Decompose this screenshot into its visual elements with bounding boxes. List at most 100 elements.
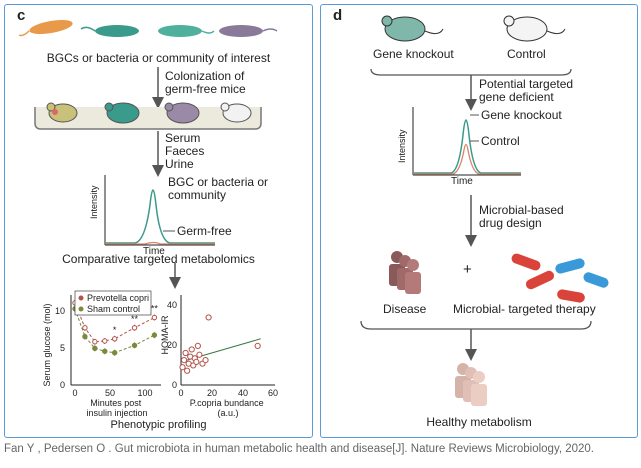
data-point — [193, 358, 200, 365]
data-point — [182, 349, 189, 357]
step-text: germ-free mice — [165, 82, 246, 96]
x-tick: 40 — [238, 388, 248, 398]
data-point — [205, 314, 212, 321]
significance-mark: * — [113, 325, 117, 335]
data-point — [196, 351, 203, 358]
significance-mark: ** — [151, 304, 159, 314]
step-text: BGCs or bacteria or community of interes… — [46, 51, 271, 65]
x-axis-label-line: Minutes post — [90, 398, 142, 408]
data-point — [184, 367, 191, 374]
data-point — [111, 350, 118, 356]
time-label: Time — [451, 176, 473, 187]
curve-label: Control — [481, 134, 520, 148]
panel-d: d Gene knockout Control Potential target… — [320, 4, 638, 438]
data-point — [131, 325, 138, 331]
data-point — [82, 325, 88, 331]
citation: Fan Y , Pedersen O . Gut microbiota in h… — [4, 443, 595, 455]
data-point — [188, 346, 195, 353]
chart-legend — [74, 290, 152, 316]
people-icon — [389, 251, 421, 294]
panel-letter: c — [17, 7, 26, 24]
x-tick: 20 — [207, 388, 217, 398]
intensity-label: Intensity — [397, 129, 407, 163]
data-point — [111, 336, 118, 342]
legend-label: Sham control — [87, 304, 140, 314]
knockout-label: Gene knockout — [373, 47, 454, 61]
x-axis-label-line: insulin injection — [86, 408, 147, 418]
disease-label: Disease — [383, 302, 427, 316]
mouse-icon — [503, 15, 566, 42]
peak-label: BGC or bacteria or — [168, 175, 269, 189]
healthy-label: Healthy metabolism — [426, 415, 532, 429]
x-tick: 60 — [268, 388, 278, 398]
y-axis-label: Serum glucose (mol) — [42, 303, 52, 386]
legend-marker — [78, 295, 84, 301]
control-label: Control — [507, 47, 546, 61]
data-point — [151, 314, 158, 321]
glucose-chart: 0 5 10 0 50 100 Serum glucose (mol) Minu… — [42, 290, 161, 418]
x-axis-label: P.copria bundance (a.u.) — [190, 398, 266, 418]
data-point — [254, 342, 261, 349]
data-point — [194, 342, 201, 349]
mouse-icon — [104, 102, 140, 124]
panel-c-drawing: 0 5 10 0 50 100 Serum glucose (mol) Minu… — [18, 19, 278, 418]
y-tick: 40 — [167, 300, 177, 310]
data-point — [92, 345, 98, 352]
mice-cage — [34, 102, 262, 130]
mouse-icon — [46, 102, 78, 123]
panel-c: 0 5 10 0 50 100 Serum glucose (mol) Minu… — [4, 4, 313, 438]
data-point — [151, 332, 158, 338]
phenotypic-label: Phenotypic profiling — [110, 419, 207, 431]
intensity-label: Intensity — [89, 185, 99, 219]
germfree-label: Germ-free — [177, 224, 232, 238]
data-point — [82, 333, 88, 340]
panel-letter: d — [333, 7, 343, 24]
mouse-icon — [220, 102, 252, 123]
step-text: drug design — [479, 216, 542, 230]
x-tick: 50 — [105, 388, 115, 398]
x-tick: 0 — [72, 388, 77, 398]
homa-scatter: 0 20 40 0 20 40 60 HOMA-IR P.copria bund… — [160, 295, 278, 418]
y-tick: 5 — [60, 343, 65, 353]
step-text: Potential targeted — [479, 77, 574, 91]
mouse-icon — [381, 15, 444, 42]
data-point — [102, 348, 108, 354]
step-text: Urine — [165, 157, 194, 171]
chromatogram — [412, 107, 521, 176]
people-icon — [455, 363, 487, 406]
time-label: Time — [143, 246, 165, 257]
data-point — [180, 357, 188, 364]
x-axis-label-line: (a.u.) — [217, 408, 238, 418]
data-point — [179, 364, 186, 371]
x-tick: 0 — [178, 388, 183, 398]
curve-label: Gene knockout — [481, 108, 562, 122]
data-point — [131, 342, 138, 349]
x-tick: 100 — [137, 388, 152, 398]
bacteria-icons — [18, 19, 278, 37]
data-point — [102, 338, 108, 344]
legend-label: Prevotella copri — [87, 293, 149, 303]
peak-label: community — [168, 188, 227, 202]
data-point — [202, 357, 209, 364]
therapy-label: Microbial- targeted therapy — [453, 302, 596, 316]
capsule-icons — [511, 253, 609, 303]
y-tick: 20 — [167, 340, 177, 350]
x-axis-label: Minutes post insulin injection — [86, 398, 147, 418]
step-text: gene deficient — [479, 90, 554, 104]
significance-mark: ** — [131, 314, 139, 324]
y-axis-label: HOMA-IR — [160, 315, 170, 354]
legend-marker — [78, 306, 84, 312]
step-text: Serum — [165, 131, 201, 145]
comparative-label: Comparative targeted metabolomics — [62, 252, 255, 266]
mouse-icon — [164, 102, 200, 124]
step-text: Microbial-based — [479, 203, 564, 217]
x-axis-label-line: P.copria bundance — [190, 398, 264, 408]
step-text: Faeces — [165, 144, 205, 158]
y-tick: 0 — [60, 380, 65, 390]
data-point — [92, 339, 98, 345]
chromatogram — [104, 175, 215, 246]
step-text: Colonization of — [165, 69, 245, 83]
panel-d-drawing — [360, 15, 609, 406]
plus-sign: + — [463, 261, 472, 278]
y-tick: 10 — [55, 306, 65, 316]
